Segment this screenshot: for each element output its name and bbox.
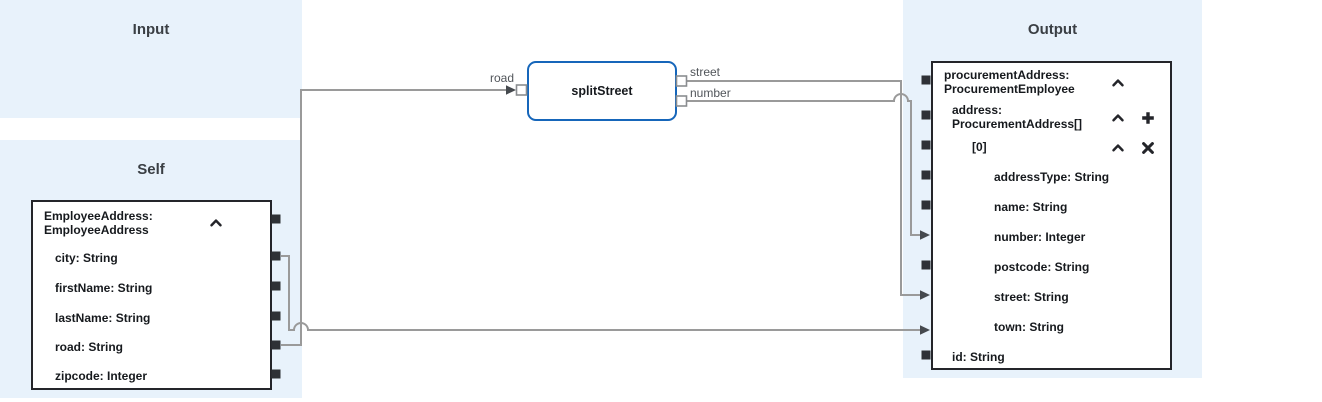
field-group-procurement-address[interactable]: procurementAddress: ProcurementEmployee — [944, 68, 1075, 96]
field-group-type: ProcurementEmployee — [944, 82, 1075, 96]
port-employeeaddress[interactable] — [271, 214, 281, 224]
port-id[interactable] — [921, 350, 931, 360]
chevron-up-icon — [1112, 79, 1124, 87]
field-postcode[interactable]: postcode: String — [994, 260, 1090, 274]
field-group-address[interactable]: address: ProcurementAddress[] — [952, 103, 1082, 131]
arrowhead — [920, 290, 930, 300]
field-id[interactable]: id: String — [952, 350, 1005, 364]
arrowhead — [920, 325, 930, 335]
field-firstname[interactable]: firstName: String — [55, 281, 153, 295]
field-group-type: ProcurementAddress[] — [952, 117, 1083, 131]
field-group-employee-address[interactable]: EmployeeAddress: EmployeeAddress — [44, 209, 153, 237]
port-lastname[interactable] — [271, 311, 281, 321]
connection-city-to-town[interactable] — [281, 255, 930, 335]
port-item-0[interactable] — [921, 140, 931, 150]
field-number[interactable]: number: Integer — [994, 230, 1086, 244]
output-document-box: procurementAddress: ProcurementEmployee … — [931, 61, 1172, 370]
arrowhead — [920, 230, 930, 240]
input-panel-title: Input — [132, 21, 170, 38]
x-icon — [1142, 142, 1154, 154]
transformation-label: splitStreet — [571, 84, 633, 98]
chevron-up-icon — [210, 219, 222, 227]
port-postcode[interactable] — [921, 260, 931, 270]
plus-icon — [1142, 112, 1154, 124]
connection-number-to-number[interactable] — [687, 93, 930, 240]
remove-item-0-button[interactable] — [1141, 141, 1155, 155]
transformation-input-label: road — [489, 71, 514, 85]
transformation-output-label-street: street — [690, 65, 721, 79]
field-city[interactable]: city: String — [55, 251, 118, 265]
port-firstname[interactable] — [271, 281, 281, 291]
port-address[interactable] — [921, 110, 931, 120]
port-splitstreet-road-in[interactable] — [515, 84, 528, 96]
transformation-splitstreet[interactable]: splitStreet — [527, 61, 677, 121]
field-town[interactable]: town: String — [994, 320, 1064, 334]
output-panel-title: Output — [1027, 21, 1078, 38]
port-procurementaddress[interactable] — [921, 75, 931, 85]
field-street[interactable]: street: String — [994, 290, 1069, 304]
self-panel-title: Self — [137, 161, 165, 178]
self-document-box: EmployeeAddress: EmployeeAddress city: S… — [31, 200, 272, 390]
add-collection-item-button[interactable] — [1141, 111, 1155, 125]
field-name[interactable]: name: String — [994, 200, 1068, 214]
collapse-procurement-address-button[interactable] — [1111, 76, 1125, 90]
field-group-name: EmployeeAddress: — [44, 209, 153, 223]
port-name[interactable] — [921, 200, 931, 210]
field-road[interactable]: road: String — [55, 340, 123, 354]
collapse-address-button[interactable] — [1111, 111, 1125, 125]
port-zipcode[interactable] — [271, 369, 281, 379]
field-lastname[interactable]: lastName: String — [55, 311, 151, 325]
field-group-name: procurementAddress: — [944, 68, 1070, 82]
port-splitstreet-street-out[interactable] — [675, 75, 688, 87]
input-panel: Input — [0, 0, 302, 118]
collapse-item-0-button[interactable] — [1111, 141, 1125, 155]
arrowhead — [506, 85, 516, 95]
chevron-up-icon — [1112, 144, 1124, 152]
collapse-employee-address-button[interactable] — [209, 216, 223, 230]
connection-road-to-splitstreet[interactable] — [281, 85, 516, 346]
field-addresstype[interactable]: addressType: String — [994, 170, 1110, 184]
collection-item-0[interactable]: [0] — [972, 140, 987, 154]
field-zipcode[interactable]: zipcode: Integer — [55, 369, 148, 383]
port-splitstreet-number-out[interactable] — [675, 95, 688, 107]
port-addresstype[interactable] — [921, 170, 931, 180]
port-city[interactable] — [271, 251, 281, 261]
field-group-name: address: — [952, 103, 1003, 117]
transformation-output-label-number: number — [690, 86, 731, 100]
field-group-type: EmployeeAddress — [44, 223, 149, 237]
chevron-up-icon — [1112, 114, 1124, 122]
connection-street-to-street[interactable] — [687, 80, 930, 300]
port-road[interactable] — [271, 340, 281, 350]
